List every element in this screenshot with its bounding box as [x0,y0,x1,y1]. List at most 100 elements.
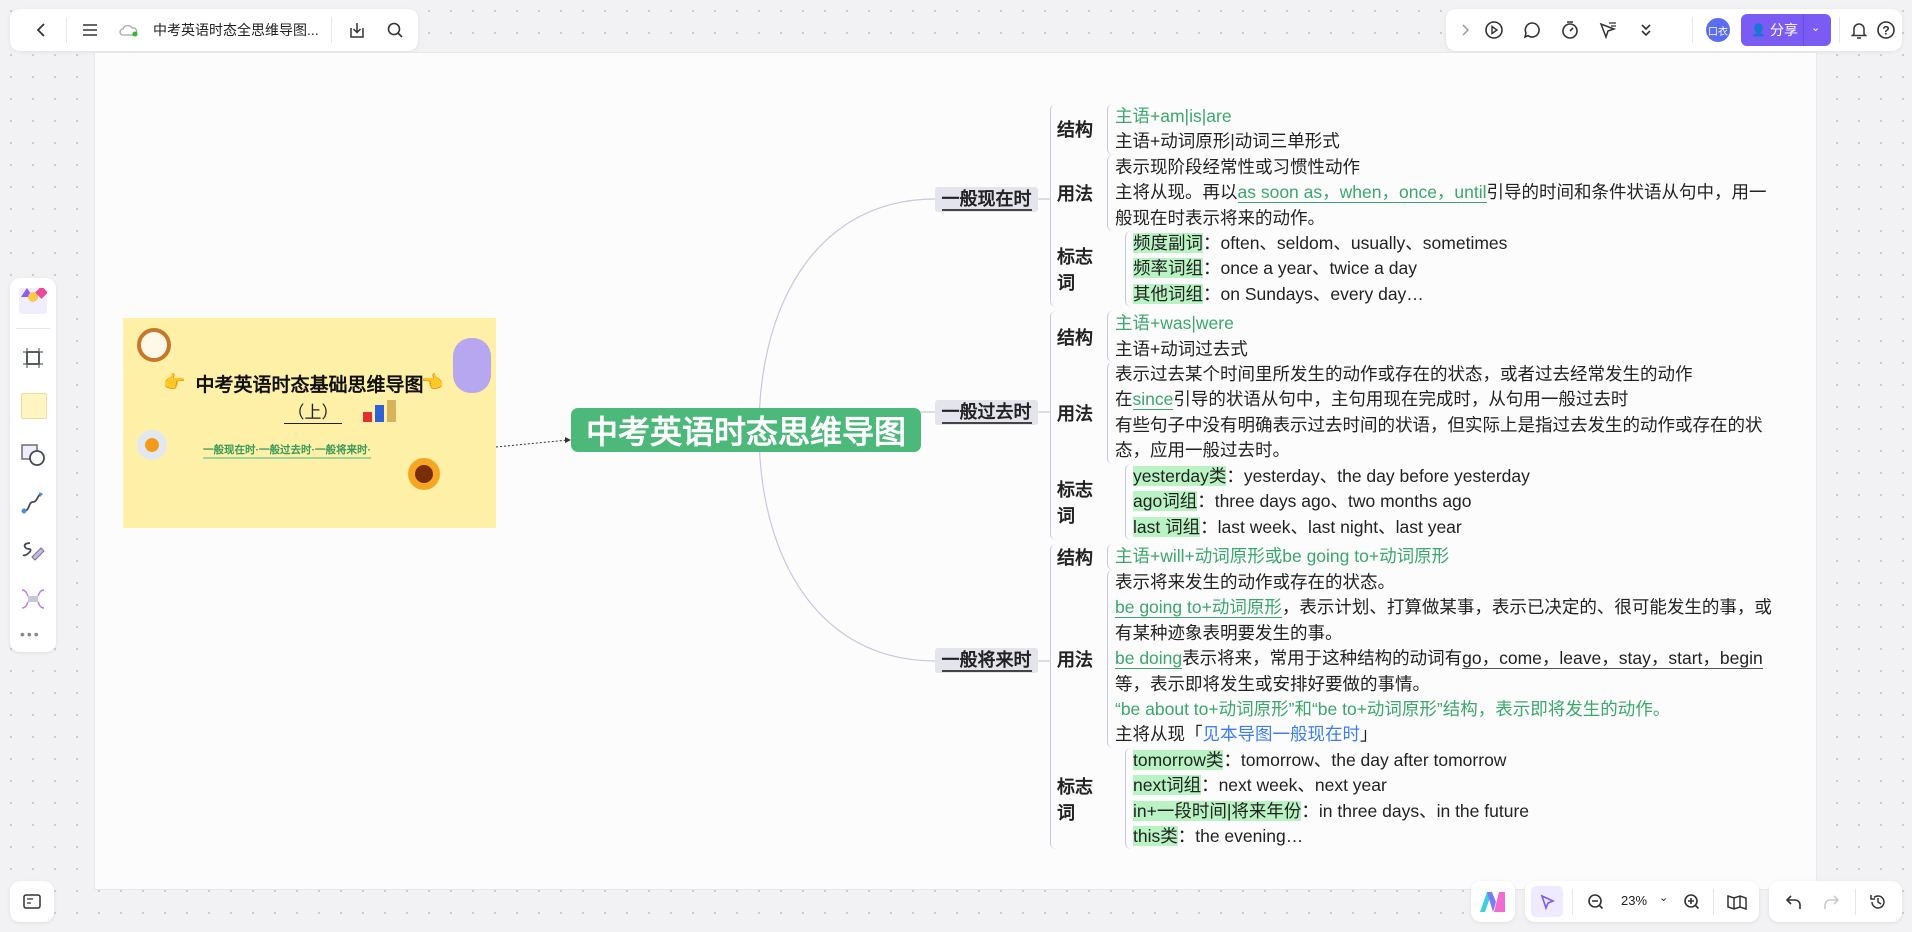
zoom-toolbar: 23% ⌄ [1525,881,1759,922]
keyword-highlight: 频率词组 [1133,258,1203,279]
comment-icon[interactable] [1517,15,1547,45]
app-logo[interactable] [1471,881,1515,922]
menu-icon[interactable] [75,15,105,45]
top-left-toolbar: 中考英语时态全思维导图... [10,9,418,51]
keyword-highlight: next词组 [1133,775,1202,796]
section-label[interactable]: 标志词 [1057,776,1093,823]
topic-item[interactable]: 表示过去某个时间里所发生的动作或存在的状态，或者过去经常发生的动作 [1115,362,1775,387]
cover-title: 中考英语时态基础思维导图 [195,375,424,396]
minimap-toggle-icon[interactable] [17,887,47,917]
share-dropdown-icon[interactable]: ⌄ [1811,22,1821,34]
topic-item[interactable]: 主语+动词原形|动词三单形式 [1115,129,1775,154]
topic-item[interactable]: be doing表示将来，常用于这种结构的动词有go，come，leave，st… [1115,646,1775,697]
text-segment: since [1132,389,1174,411]
timer-icon[interactable] [1555,15,1585,45]
topic-item[interactable]: 在since引导的状语从句中，主句用现在完成时，从句用一般过去时 [1115,387,1775,412]
frame-icon[interactable] [18,343,48,373]
keyword-highlight: 频度副词 [1133,233,1203,254]
section-label[interactable]: 结构 [1057,120,1093,141]
text-segment: 等，表示即将发生或安排好要做的事情。 [1115,673,1430,694]
topic-item[interactable]: in+一段时间|将来年份：in three days、in the future [1133,799,1773,824]
branch-node-present[interactable]: 一般现在时 [935,187,1038,212]
text-segment: 引导的状语从句中，主句用现在完成时，从句用一般过去时 [1173,389,1629,410]
connector-icon[interactable] [18,488,48,518]
help-icon[interactable]: ? [1871,15,1901,45]
central-topic[interactable]: 中考英语时态思维导图 [571,408,921,452]
topic-item[interactable]: 主将从现。再以as soon as，when，once，until引导的时间和条… [1115,180,1775,231]
history-toolbar [1769,881,1902,922]
topic-item[interactable]: next词组：next week、next year [1133,773,1773,798]
topic-item[interactable]: 表示现阶段经常性或习惯性动作 [1115,155,1775,180]
bar-chart-icon [363,400,399,422]
section-label[interactable]: 标志词 [1057,479,1093,526]
topic-item[interactable]: 主语+am|is|are [1115,104,1775,129]
map-icon[interactable] [1722,887,1752,917]
section-label[interactable]: 用法 [1057,649,1093,670]
topic-item[interactable]: 主语+will+动词原形或be going to+动词原形 [1115,544,1775,569]
topic-item[interactable]: 其他词组：on Sundays、every day… [1133,282,1773,307]
topic-item[interactable]: be going to+动词原形，表示计划、打算做某事，表示已决定的、很可能发生… [1115,595,1775,646]
topic-item[interactable]: yesterday类：yesterday、the day before yest… [1133,464,1773,489]
zoom-in-icon[interactable] [1677,887,1707,917]
topic-item[interactable]: this类：the evening… [1133,824,1773,849]
section-items: tomorrow类：tomorrow、the day after tomorro… [1125,747,1773,850]
text-segment: 有些句子中没有明确表示过去时间的状语，但实际上是指过去发生的动作或存在的状态，应… [1115,414,1763,461]
laser-pointer-icon[interactable] [1593,15,1623,45]
text-segment: 主语+am|is|are [1115,106,1232,126]
section-label[interactable]: 用法 [1057,403,1093,424]
topic-link[interactable]: 见本导图一般现在时 [1202,724,1361,745]
text-segment: ：last week、last night、last year [1200,516,1462,537]
topic-item[interactable]: 主将从现「见本导图一般现在时」 [1115,722,1775,747]
section-items: 表示过去某个时间里所发生的动作或存在的状态，或者过去经常发生的动作在since引… [1107,362,1775,464]
topic-item[interactable]: last 词组：last week、last night、last year [1133,515,1773,540]
play-icon[interactable] [1479,15,1509,45]
template-icon[interactable] [19,288,47,314]
more-icon[interactable] [1631,15,1661,45]
zoom-level[interactable]: 23% [1621,893,1648,908]
search-icon[interactable] [380,15,410,45]
pen-icon[interactable] [18,536,48,566]
section-items: 主语+am|is|are 主语+动词原形|动词三单形式 [1107,104,1775,155]
undo-icon[interactable] [1779,887,1809,917]
zoom-out-icon[interactable] [1581,887,1611,917]
topic-item[interactable]: 表示将来发生的动作或存在的状态。 [1115,570,1775,595]
top-right-toolbar: 口衣 👤 分享 ⌄ ? [1446,9,1902,51]
topic-item[interactable]: 主语+was|were [1115,311,1775,336]
select-tool-button[interactable] [1531,886,1563,917]
topic-item[interactable]: “be about to+动词原形”和“be to+动词原形”结构，表示即将发生… [1115,697,1775,722]
avatar[interactable]: 口衣 [1706,18,1730,42]
section-label[interactable]: 用法 [1057,183,1093,204]
branch-node-future[interactable]: 一般将来时 [935,648,1038,673]
branch-node-past[interactable]: 一般过去时 [935,400,1038,425]
topic-item[interactable]: 频度副词：often、seldom、usually、sometimes [1133,231,1773,256]
section-label[interactable]: 结构 [1057,547,1093,568]
expand-icon[interactable] [1456,15,1476,45]
cover-image[interactable]: 中考英语时态基础思维导图 👉 👈 （上） 一般现在时·一般过去时·一般将来时· [123,318,496,528]
document-title[interactable]: 中考英语时态全思维导图... [153,22,319,38]
more-tools-icon[interactable]: ••• [20,626,41,642]
section-label[interactable]: 标志词 [1057,247,1093,294]
history-icon[interactable] [1863,887,1893,917]
topic-item[interactable]: tomorrow类：tomorrow、the day after tomorro… [1133,748,1773,773]
text-segment: 主语+动词过去式 [1115,338,1248,359]
section-label[interactable]: 结构 [1057,327,1093,348]
redo-icon[interactable] [1816,887,1846,917]
text-segment: be doing [1115,648,1183,670]
topic-item[interactable]: 频率词组：once a year、twice a day [1133,256,1773,281]
mindmap-icon[interactable] [18,584,48,614]
shape-icon[interactable] [18,440,48,470]
download-icon[interactable] [342,15,372,45]
topic-item[interactable]: 主语+动词过去式 [1115,337,1775,362]
text-segment: 主语+will+动词原形或be going to+动词原形 [1115,546,1450,567]
share-button[interactable]: 👤 分享 ⌄ [1741,14,1831,46]
section-items: 表示现阶段经常性或习惯性动作主将从现。再以as soon as，when，onc… [1107,154,1775,232]
sticky-note-icon[interactable] [21,393,47,419]
topic-item[interactable]: 有些句子中没有明确表示过去时间的状语，但实际上是指过去发生的动作或存在的状态，应… [1115,413,1775,464]
back-icon[interactable] [26,15,56,45]
zoom-dropdown-icon[interactable]: ⌄ [1659,892,1669,904]
topic-item[interactable]: ago词组：three days ago、two months ago [1133,489,1773,514]
bell-icon[interactable] [1844,15,1874,45]
